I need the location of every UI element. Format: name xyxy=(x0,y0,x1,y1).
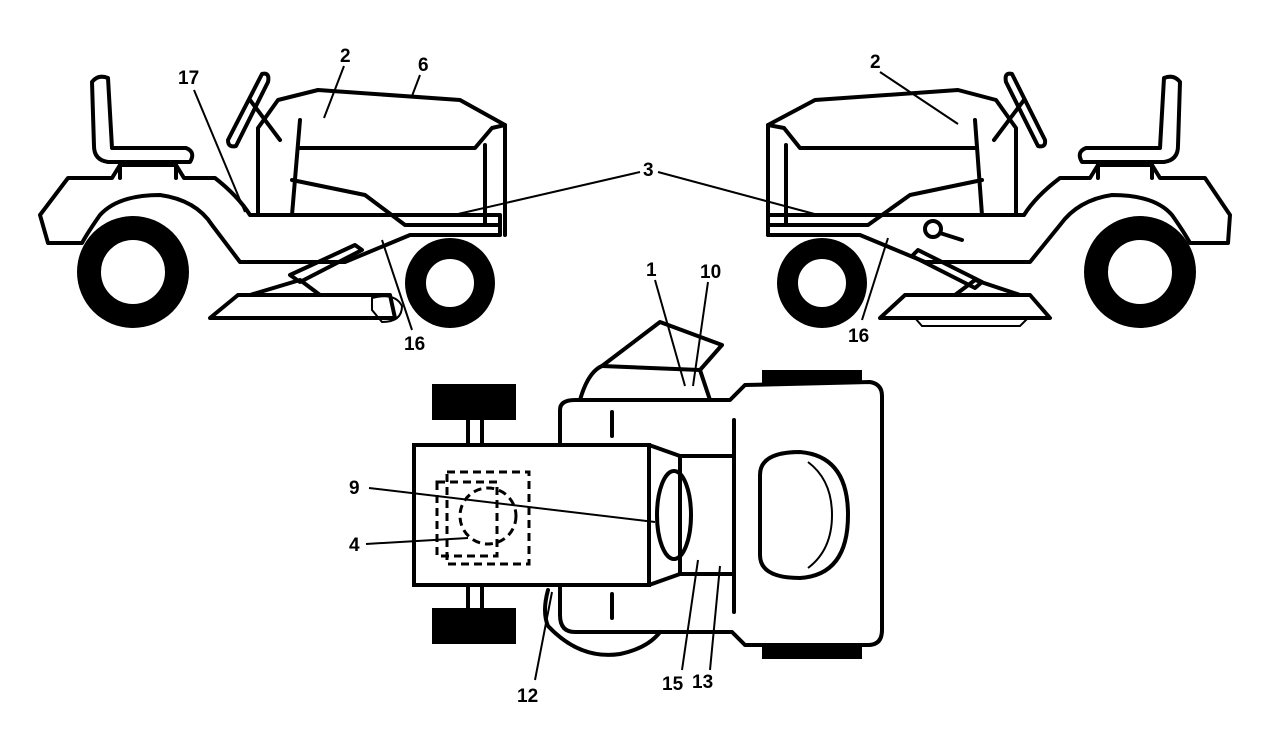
leader-lines xyxy=(193,65,959,681)
callout-16-left: 16 xyxy=(404,334,425,355)
callout-numbers: 2 6 17 3 2 16 16 1 10 9 4 12 15 13 xyxy=(178,46,881,707)
tractor-top-view xyxy=(412,320,884,659)
callout-12: 12 xyxy=(517,686,538,707)
callout-9: 9 xyxy=(349,478,360,499)
callout-3: 3 xyxy=(643,160,654,181)
callout-2-right: 2 xyxy=(870,52,881,73)
callout-6: 6 xyxy=(418,55,429,76)
callout-10: 10 xyxy=(700,262,721,283)
callout-15: 15 xyxy=(662,674,684,695)
callout-16-right: 16 xyxy=(848,326,869,347)
callout-4: 4 xyxy=(349,535,360,556)
callout-13: 13 xyxy=(692,672,713,693)
tractor-left-side-view xyxy=(38,71,507,328)
callout-2-left: 2 xyxy=(340,46,351,67)
callout-1: 1 xyxy=(646,260,657,281)
callout-17: 17 xyxy=(178,68,199,89)
tractor-right-side-view xyxy=(766,71,1232,328)
